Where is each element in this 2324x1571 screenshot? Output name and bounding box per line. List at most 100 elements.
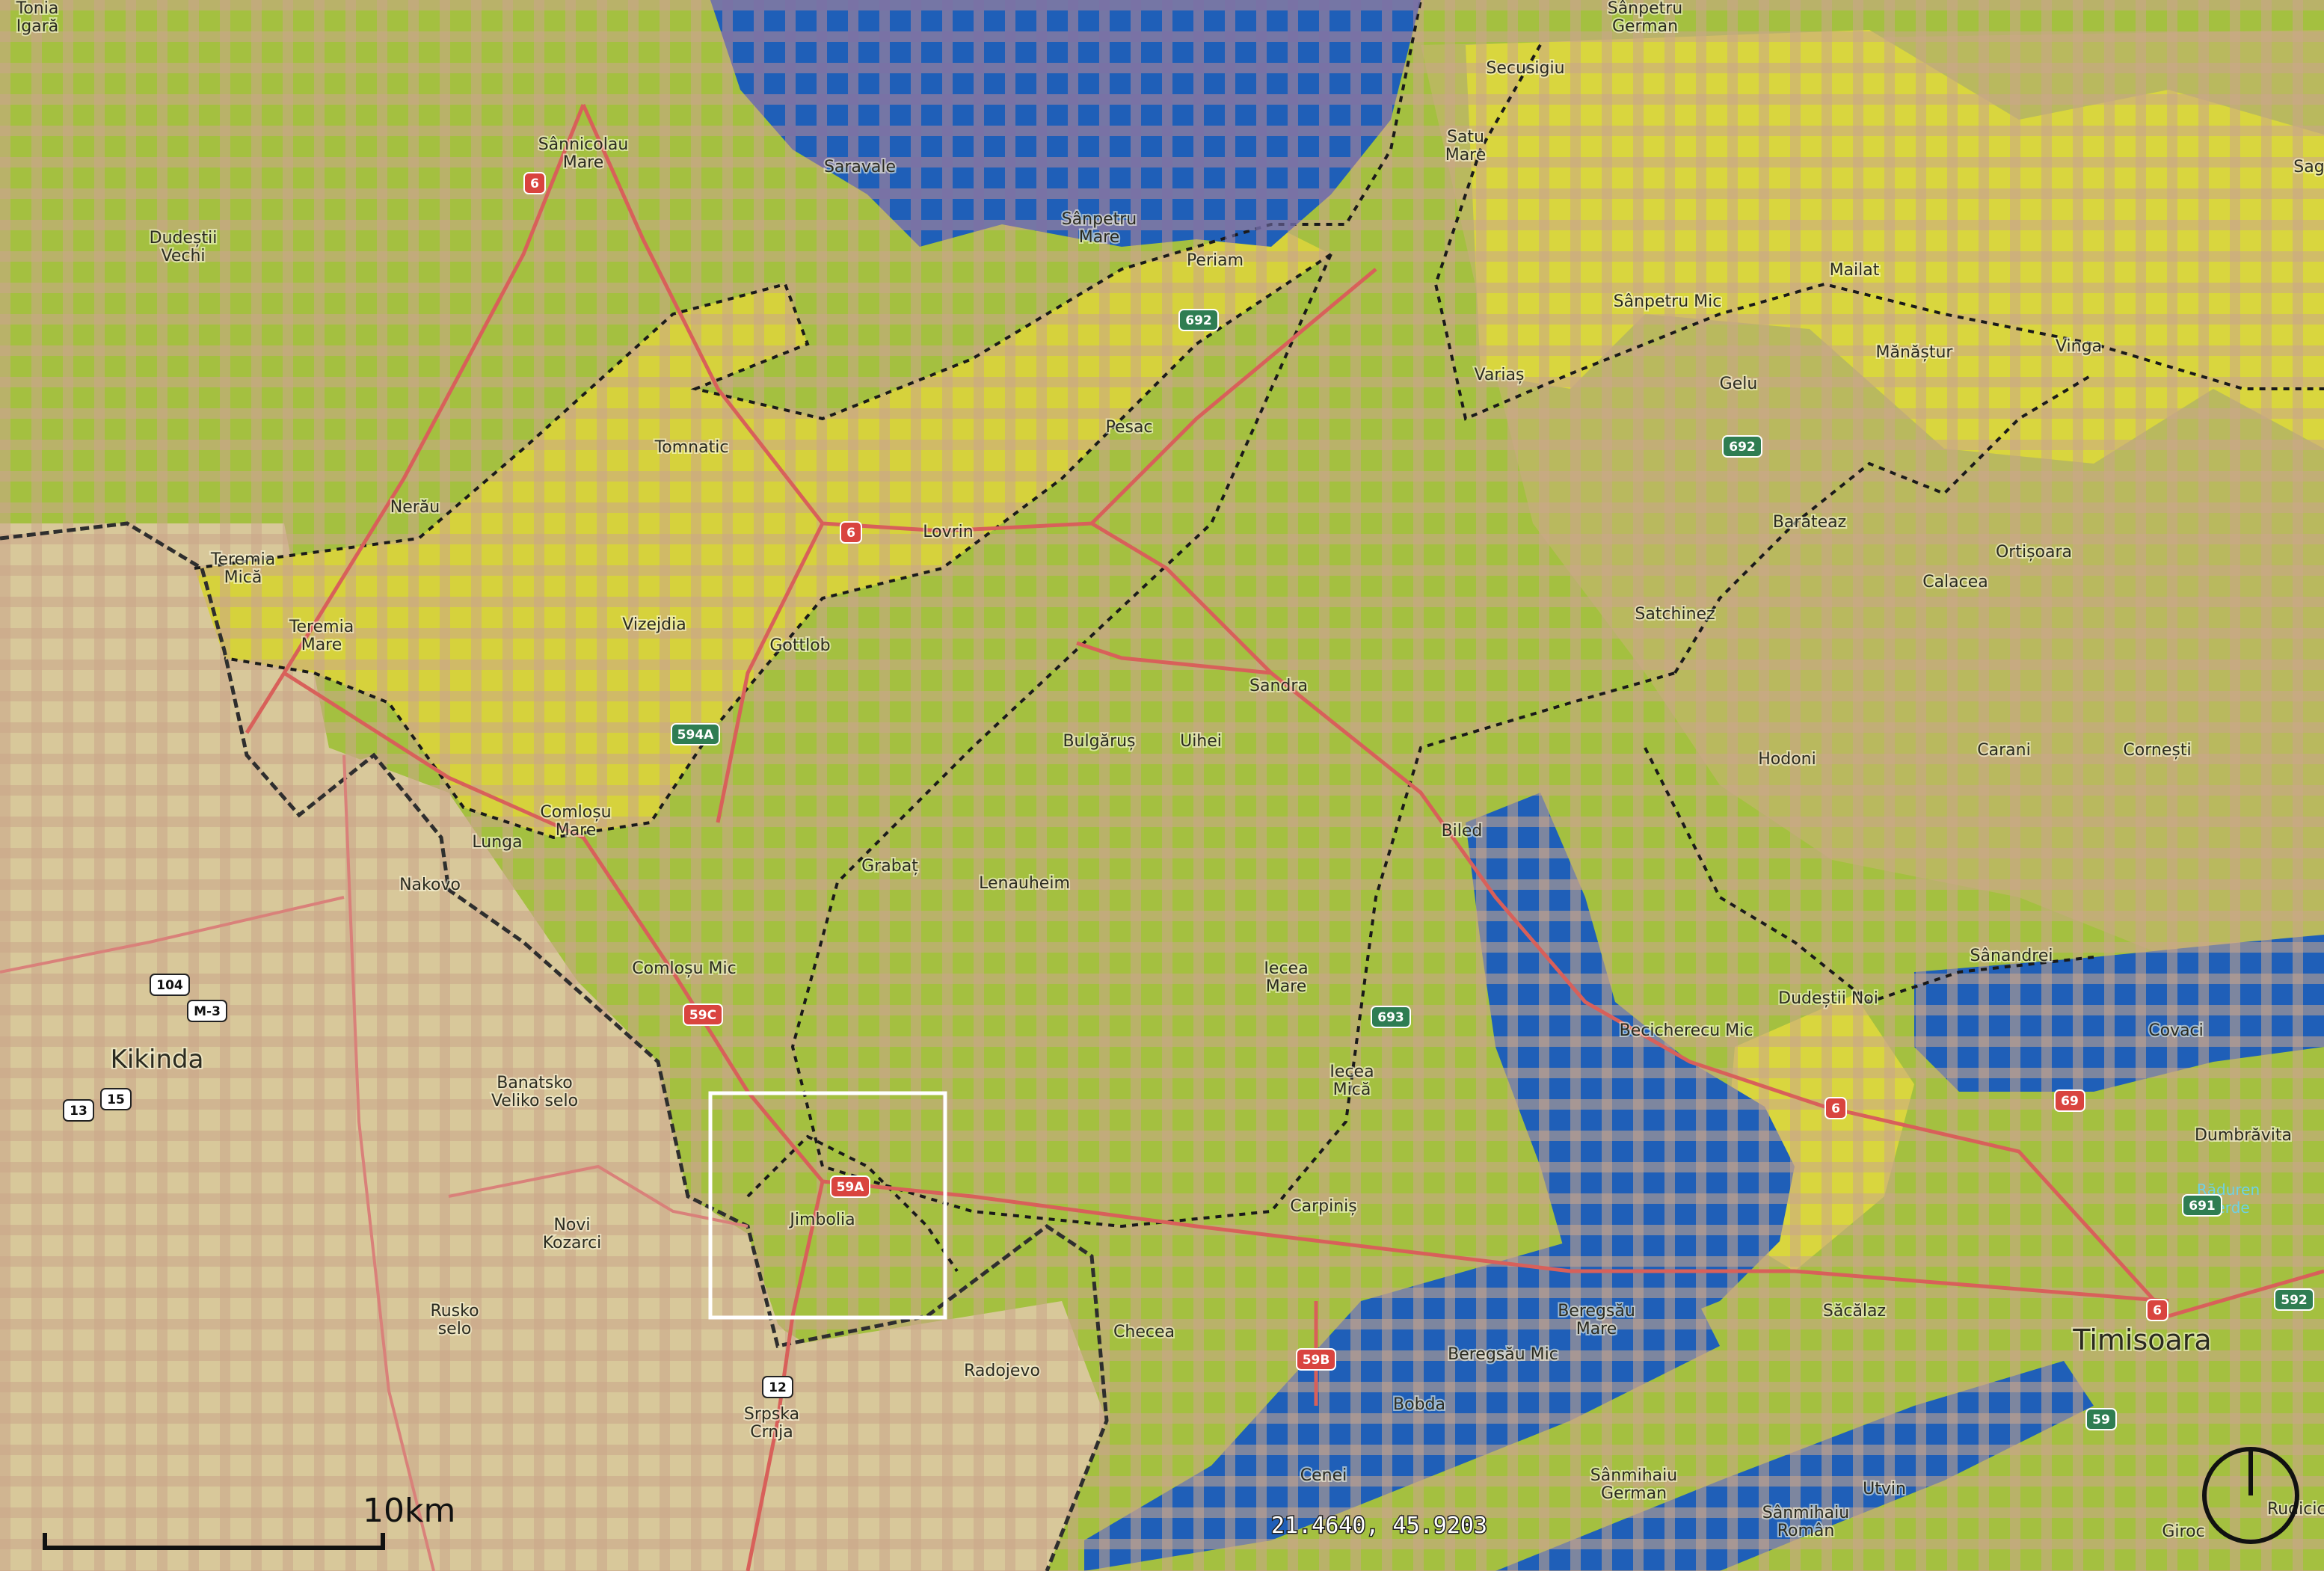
svg-text:6: 6 [530, 176, 539, 191]
water-grid [710, 0, 1421, 247]
svg-text:592: 592 [2281, 1293, 2308, 1308]
place-label-ortisoara: Ortișoara [1996, 543, 2072, 562]
svg-text:59: 59 [2092, 1412, 2110, 1427]
road-shield-r59a: 59A [830, 1175, 870, 1198]
svg-text:594A: 594A [677, 728, 714, 743]
svg-text:15: 15 [107, 1092, 125, 1107]
road-shield-r6-lovrin: 6 [840, 521, 862, 544]
svg-text:6: 6 [846, 526, 855, 541]
place-label-varias: Variaș [1475, 366, 1525, 384]
selection-box[interactable] [708, 1091, 947, 1320]
place-label-carpinis: Carpiniș [1290, 1197, 1356, 1216]
scale-label: 10km [363, 1492, 455, 1530]
place-label-biled: Biled [1442, 822, 1483, 840]
place-label-gelu: Gelu [1720, 375, 1758, 393]
place-label-calacea: Calacea [1922, 573, 1988, 591]
place-label-kikinda: Kikinda [111, 1045, 204, 1075]
place-label-mailat: Mailat [1830, 261, 1880, 280]
place-label-periam: Periam [1187, 251, 1244, 270]
place-label-baratcaz: Barateaz [1773, 513, 1846, 532]
svg-text:6: 6 [1831, 1101, 1840, 1116]
place-label-giroc: Giroc [2162, 1522, 2204, 1541]
road-shield-r592: 592 [2274, 1288, 2314, 1311]
place-label-grabat: Grabaț [861, 857, 918, 876]
place-label-sanpetru-mic: Sânpetru Mic [1614, 292, 1722, 311]
svg-text:59B: 59B [1303, 1353, 1330, 1368]
place-label-nerau: Nerău [390, 498, 440, 517]
place-label-becicherecu: Becicherecu Mic [1620, 1021, 1753, 1040]
svg-text:13: 13 [70, 1104, 87, 1119]
place-label-lovrin: Lovrin [923, 523, 973, 541]
place-label-comlosu-mic: Comloșu Mic [632, 959, 736, 978]
place-label-manastur: Mănăștur [1876, 343, 1954, 362]
place-label-checea: Checea [1113, 1323, 1175, 1341]
road-shield-r13: 13 [63, 1099, 94, 1122]
national-border [0, 521, 1109, 1571]
road-shield-r59b: 59B [1296, 1348, 1336, 1371]
place-label-satchinez: Satchinez [1635, 605, 1715, 624]
svg-text:692: 692 [1185, 313, 1212, 328]
place-label-sanandrei: Sânandrei [1970, 947, 2053, 965]
svg-text:691: 691 [2189, 1199, 2216, 1214]
svg-text:69: 69 [2061, 1094, 2079, 1109]
svg-text:M-3: M-3 [194, 1004, 221, 1019]
svg-text:12: 12 [769, 1380, 787, 1395]
road-shield-r6-bec: 6 [1825, 1097, 1847, 1119]
road-shield-r59c: 59C [683, 1003, 723, 1026]
place-label-dumbravita: Dumbrăvita [2195, 1126, 2292, 1145]
place-label-bulgarus: Bulgăruș [1063, 732, 1135, 751]
place-label-tomnatic: Tomnatic [654, 438, 729, 457]
place-label-cenei: Cenei [1300, 1466, 1347, 1485]
svg-text:693: 693 [1377, 1010, 1404, 1025]
road-shield-r693: 693 [1371, 1006, 1411, 1028]
place-label-uihei: Uihei [1180, 732, 1222, 751]
road-shield-r691: 691 [2182, 1194, 2222, 1217]
scale-bar: 10km [43, 1492, 455, 1550]
place-label-sacalaz: Săcălaz [1823, 1302, 1886, 1321]
road-shield-r594a: 594A [671, 723, 720, 745]
place-label-vizejdia: Vizejdia [622, 615, 686, 634]
place-label-pesac: Pesac [1105, 418, 1152, 437]
coordinates-readout: 21.4640, 45.9203 [1271, 1513, 1487, 1539]
road-shield-r692a: 692 [1178, 309, 1219, 331]
road-shield-r692b: 692 [1722, 435, 1762, 458]
zone-boundaries [194, 0, 2324, 1273]
road-shield-r6-sann: 6 [523, 172, 546, 194]
place-label-sag: Sag [2293, 158, 2324, 176]
place-label-covaci: Covaci [2148, 1021, 2204, 1040]
road-shield-r69: 69 [2054, 1089, 2085, 1112]
place-label-radojevo: Radojevo [964, 1362, 1040, 1380]
roads [245, 103, 2324, 1571]
road-shield-r104: 104 [150, 974, 190, 996]
svg-text:59A: 59A [837, 1180, 865, 1195]
place-label-vinga: Vinga [2056, 337, 2102, 356]
place-label-beregsau-mic: Beregsău Mic [1448, 1345, 1558, 1364]
road-shield-r59: 59 [2085, 1408, 2117, 1430]
place-label-secusigiu: Secusigiu [1486, 59, 1564, 78]
place-label-dudestii-noi: Dudeștii Noi [1778, 989, 1878, 1008]
place-label-nakovo: Nakovo [399, 876, 461, 894]
place-label-bobda: Bobda [1393, 1395, 1445, 1414]
place-label-lenauheim: Lenauheim [979, 874, 1070, 893]
svg-text:692: 692 [1729, 440, 1756, 455]
place-label-utvin: Utvin [1863, 1480, 1906, 1498]
road-shield-r6-tim: 6 [2146, 1299, 2168, 1321]
place-label-hodoni: Hodoni [1758, 750, 1816, 769]
compass-rose-icon[interactable] [2202, 1447, 2299, 1544]
